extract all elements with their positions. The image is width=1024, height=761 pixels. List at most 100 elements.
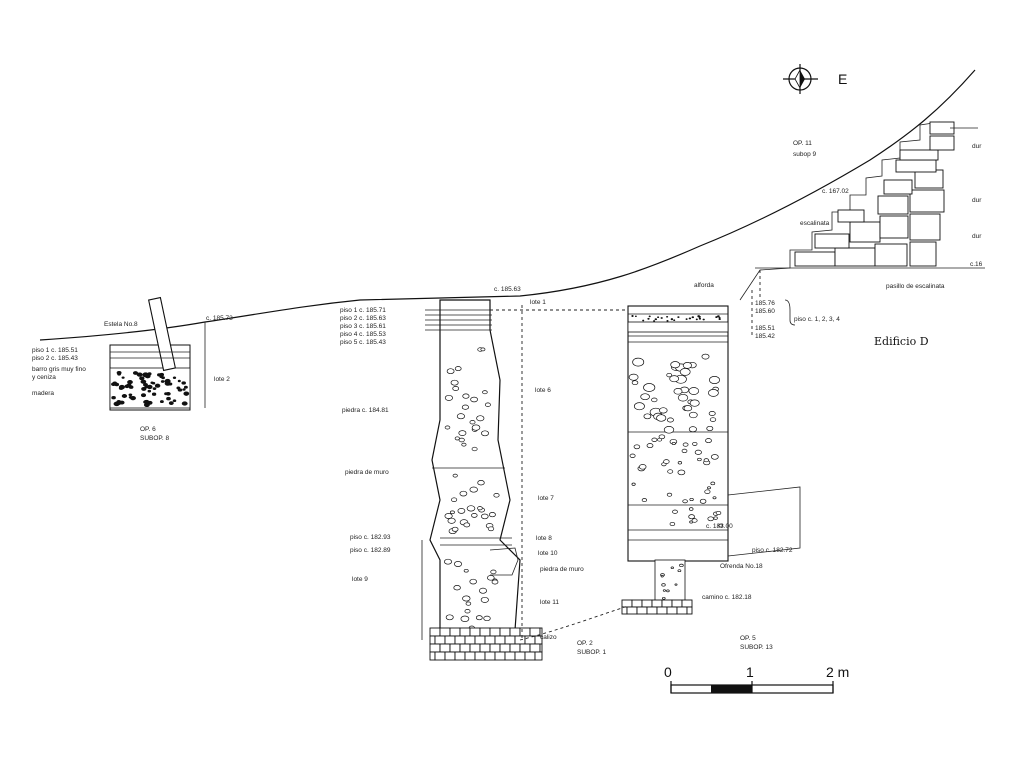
label-estela: Estela No.8 [104, 321, 138, 328]
texture-stone [469, 486, 478, 493]
texture-stone [152, 387, 157, 390]
texture-brick [444, 635, 456, 645]
texture-brick [469, 643, 481, 653]
texture-stone [460, 615, 470, 622]
texture-brick [621, 599, 633, 608]
label-c16: c.16 [970, 261, 983, 268]
texture-stone [181, 401, 188, 406]
texture-stone [669, 521, 676, 527]
label-lote2: lote 2 [214, 376, 230, 383]
texture-stone [688, 317, 692, 320]
texture-stone [633, 444, 641, 450]
label-lote9: lote 9 [352, 576, 368, 583]
texture-stone [143, 400, 149, 404]
label-r3: 185.51 [755, 325, 775, 332]
label-subop9: subop 9 [793, 151, 817, 158]
label-piso-a: piso c. 182.93 [350, 534, 391, 541]
texture-stone [646, 443, 654, 449]
texture-stone [181, 381, 186, 385]
building-label: Edificio D [874, 335, 929, 348]
label-escalinata: escalinata [800, 220, 830, 227]
texture-stone [183, 385, 188, 389]
texture-stone [699, 498, 707, 504]
brace [784, 299, 796, 326]
label-dur-3: dur [972, 233, 982, 240]
texture-stone [457, 508, 466, 514]
texture-stone [491, 579, 499, 585]
texture-stone [182, 388, 186, 391]
texture-stone [143, 383, 148, 387]
texture-brick [429, 651, 436, 661]
label-pasillo: pasillo de escalinata [886, 283, 945, 290]
texture-brick [504, 635, 516, 645]
texture-stone [466, 505, 476, 512]
label-elev-18573: c. 185.73 [206, 315, 233, 322]
texture-stone [679, 563, 684, 568]
texture-stone [184, 393, 189, 396]
label-piedramuro1: piedra de muro [345, 469, 389, 476]
texture-brick [621, 606, 628, 615]
texture-stone [471, 446, 478, 452]
texture-stone [121, 376, 125, 379]
label-op11: OP. 11 [793, 140, 812, 147]
texture-stone [689, 497, 694, 502]
texture-brick [474, 651, 486, 661]
texture-stone [674, 583, 678, 586]
texture-brick [671, 599, 683, 608]
texture-stone [459, 490, 468, 497]
texture-stone [682, 499, 688, 504]
texture-stone [702, 318, 705, 321]
texture-brick [459, 627, 471, 637]
texture-brick [484, 651, 496, 661]
texture-stone [480, 347, 486, 352]
texture-stone [450, 379, 459, 386]
texture-stone [132, 371, 139, 375]
bottom-link [519, 605, 629, 641]
texture-stone [445, 614, 454, 621]
texture-brick [499, 643, 511, 653]
texture-stone [691, 316, 695, 319]
label-piso-c: piso c. 182.72 [752, 547, 793, 554]
texture-stone [658, 434, 666, 440]
texture-stone [677, 316, 680, 318]
texture-stone [151, 392, 157, 396]
texture-brick [636, 606, 648, 615]
texture-stone [670, 361, 681, 369]
texture-stone [444, 394, 453, 401]
texture-brick [626, 606, 638, 615]
texture-stone [692, 441, 698, 446]
texture-stone [465, 601, 472, 606]
texture-brick [666, 606, 678, 615]
texture-stone [673, 388, 683, 395]
texture-stone [666, 589, 670, 593]
texture-stone [166, 396, 171, 401]
texture-stone [666, 315, 669, 318]
texture-stone [666, 372, 673, 378]
texture-stone [704, 489, 711, 494]
texture-stone [706, 425, 714, 432]
label-op6: OP. 6 [140, 426, 156, 433]
texture-stone [128, 393, 133, 397]
texture-stone [694, 449, 702, 455]
compass-arrow-icon [783, 64, 818, 94]
texture-brick [499, 627, 511, 637]
label-op5: OP. 5 [740, 635, 756, 642]
texture-stone [705, 438, 712, 444]
texture-stone [471, 513, 478, 518]
texture-brick [504, 651, 516, 661]
texture-brick [494, 651, 506, 661]
texture-stone [452, 386, 460, 391]
texture-brick [631, 599, 643, 608]
texture-stone [159, 400, 164, 404]
label-elev-18300: c. 183.00 [706, 523, 733, 530]
texture-stone [477, 480, 485, 486]
texture-stone [709, 417, 717, 422]
texture-stone [653, 320, 656, 322]
texture-stone [114, 382, 120, 387]
staircase-section [739, 121, 985, 301]
texture-stone [715, 510, 722, 516]
texture-stone [130, 395, 136, 401]
texture-stone [707, 486, 711, 490]
texture-brick [681, 599, 693, 608]
